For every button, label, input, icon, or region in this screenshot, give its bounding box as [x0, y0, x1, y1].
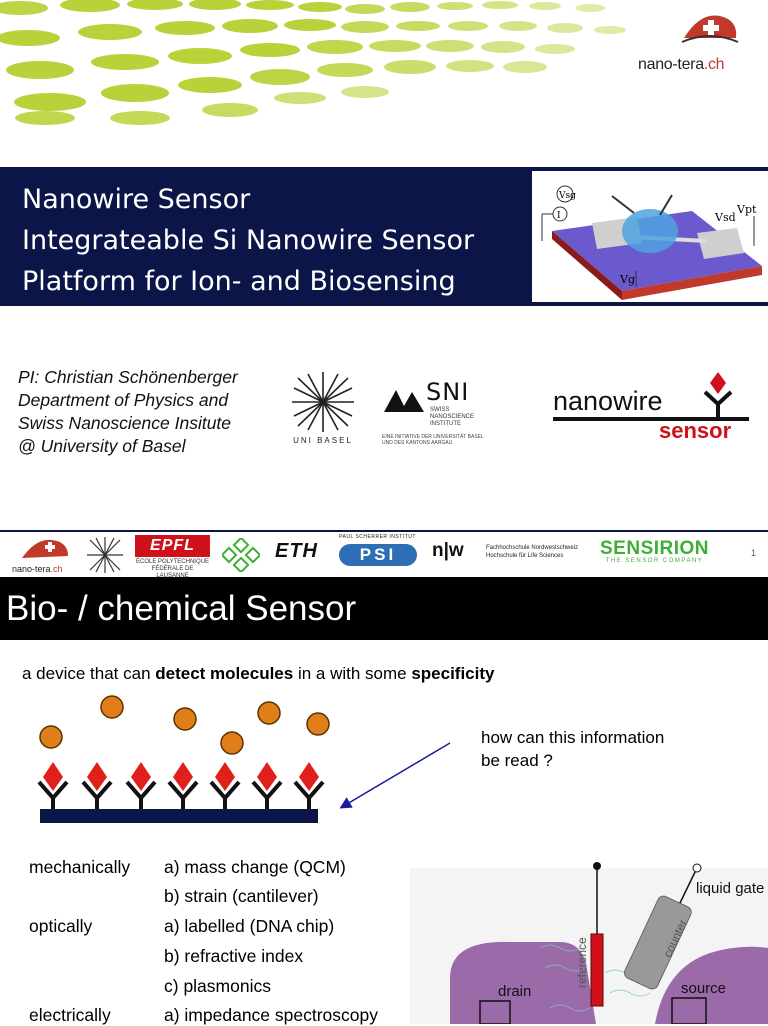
substrate-bar [40, 809, 318, 823]
decorative-dot-pattern [0, 0, 626, 125]
sni-logo: SNI SWISS NANOSCIENCE INSTITUTE EINE INI… [382, 378, 492, 450]
schematic-vsg-label: Vsg [558, 191, 576, 201]
molecules [39, 695, 330, 755]
receptor-icon [209, 762, 241, 810]
title-line: Platform for Ion- and Biosensing [22, 266, 456, 297]
uni-basel-label: UNI BASEL [293, 436, 353, 445]
drain-region [450, 941, 596, 1024]
title-band: Nanowire Sensor Integrateable Si Nanowir… [0, 167, 768, 306]
molecule-icon [100, 695, 124, 719]
source-label: source [681, 980, 727, 997]
nano-tera-small-icon [22, 539, 68, 558]
pi-line: @ University of Basel [18, 436, 186, 456]
molecule-icon [39, 725, 63, 749]
readout-arrow [339, 742, 451, 809]
slide-title: Nanowire Sensor Integrateable Si Nanowir… [22, 179, 474, 302]
receptor-row [37, 762, 325, 810]
method-item: a) impedance spectroscopy [164, 1005, 378, 1025]
partner-eth: ETH [275, 540, 318, 562]
brand-name: nano-tera.ch [638, 56, 725, 73]
page-number: 1 [750, 548, 756, 558]
slide2-header: Bio- / chemical Sensor [0, 577, 768, 640]
logo-underline [553, 417, 749, 421]
schematic-vpt-label: Vpt [736, 203, 757, 216]
receptor-diagram [37, 695, 330, 823]
uni-basel-small-icon [87, 537, 123, 573]
partner-nano-tera: nano-tera.ch [12, 564, 63, 574]
source-region [655, 946, 768, 1024]
sni-footnote: EINE INITIATIVE DER UNIVERSITÄT BASEL UN… [382, 434, 484, 446]
partner-psi: PAUL SCHERRER INSTITUT PSI [339, 534, 417, 566]
partner-csem-icon [222, 538, 260, 572]
method-category: mechanically [29, 857, 131, 877]
pi-line: Department of Physics and [18, 390, 229, 410]
title-line: Integrateable Si Nanowire Sensor [22, 225, 475, 256]
slide2-title: Bio- / chemical Sensor [6, 589, 357, 628]
partner-logo-bar: nano-tera.ch EPFL ÉCOLE POLYTECHNIQUE FÉ… [0, 530, 768, 579]
molecule-icon [173, 707, 197, 731]
method-item: a) labelled (DNA chip) [164, 916, 335, 936]
pi-line: PI: Christian Schönenberger [18, 367, 238, 387]
method-item: b) strain (cantilever) [164, 886, 319, 906]
counter-electrode [624, 895, 692, 990]
receptor-icon [251, 762, 283, 810]
partner-epfl: EPFL ÉCOLE POLYTECHNIQUE FÉDÉRALE DE LAU… [135, 535, 210, 579]
reference-label: reference [575, 937, 589, 988]
pi-line: Swiss Nanoscience Insitute [18, 413, 232, 433]
partner-fhnw-mark: n|w [432, 540, 464, 561]
method-item: a) mass change (QCM) [164, 857, 346, 877]
receptor-icon [81, 762, 113, 810]
title-line: Nanowire Sensor [22, 184, 251, 215]
partner-sensirion: SENSIRION THE SENSOR COMPANY [600, 538, 710, 564]
liquid-gate-device-diagram: counter reference liquid gate drain sour… [410, 858, 768, 1024]
schematic-vg-label: Vg [619, 273, 635, 286]
schematic-vsd-label: Vsd [714, 211, 736, 224]
liquid-gate-label: liquid gate [696, 880, 765, 897]
partner-fhnw-text: Fachhochschule Nordwestschweiz Hochschul… [486, 545, 579, 559]
nanowire-sensor-logo: nanowire sensor [553, 372, 753, 450]
method-item: b) refractive index [164, 946, 304, 966]
nanowire-schematic-image: Vsg I Vsd Vpt Vg [532, 171, 768, 302]
receptor-icon [125, 762, 157, 810]
method-category: electrically [29, 1005, 111, 1025]
sni-subtitle: SWISS NANOSCIENCE INSTITUTE [430, 407, 475, 427]
swiss-cross-icon [681, 15, 739, 43]
sni-figure-icon [384, 390, 424, 412]
reference-electrode [590, 933, 604, 1007]
definition-text: a device that can detect molecules in a … [22, 664, 495, 683]
molecule-icon [257, 701, 281, 725]
receptor-icon [293, 762, 325, 810]
pi-info: PI: Christian Schönenberger Department o… [18, 366, 238, 458]
molecule-icon [306, 712, 330, 736]
nano-tera-logo: nano-tera.ch [638, 8, 739, 78]
nanowire-word: nanowire [553, 386, 663, 416]
readout-question: how can this information be read ? [481, 728, 665, 770]
sensor-word: sensor [659, 418, 732, 443]
drain-label: drain [498, 983, 532, 1000]
molecule-icon [220, 731, 244, 755]
schematic-i-label: I [557, 211, 561, 221]
method-item: c) plasmonics [164, 976, 271, 996]
method-category: optically [29, 916, 93, 936]
sni-mark: SNI [426, 378, 470, 406]
receptor-icon [167, 762, 199, 810]
uni-basel-logo: UNI BASEL [290, 370, 356, 460]
receptor-icon [37, 762, 69, 810]
receptor-icon [703, 372, 733, 418]
